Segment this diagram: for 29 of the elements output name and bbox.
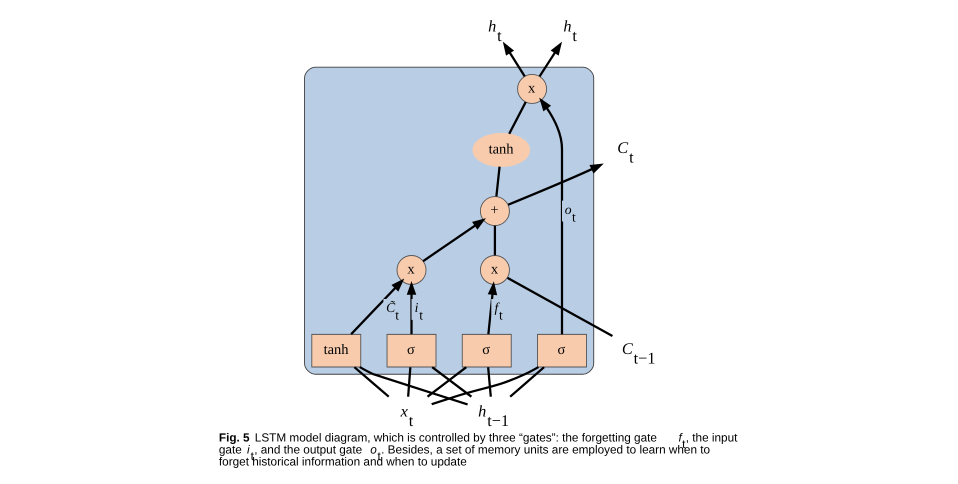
connector [430,366,539,406]
arrow [502,42,526,77]
arrow [350,278,404,335]
arrow [486,281,497,334]
arrow [507,164,604,206]
arrow [538,98,563,334]
connector [358,366,468,406]
connector [508,366,544,398]
node-circle: + [479,196,510,226]
connector [426,366,466,398]
node-box: σ [461,334,512,368]
connector [353,366,389,398]
arrow [406,281,416,334]
connector [431,366,472,398]
arrow [538,42,562,77]
node-box: σ [386,334,436,368]
node-circle: x [479,255,510,285]
node-box: tanh [310,334,361,368]
node-circle: x [516,74,547,104]
connector [486,367,492,397]
connector [508,102,526,134]
connector [493,226,496,256]
connector [406,367,411,397]
node-box: σ [536,334,586,368]
connector [506,276,612,338]
node-ellipse: tanh [472,132,530,167]
arrow [422,218,486,262]
connector [494,166,500,197]
node-circle: x [396,255,426,285]
